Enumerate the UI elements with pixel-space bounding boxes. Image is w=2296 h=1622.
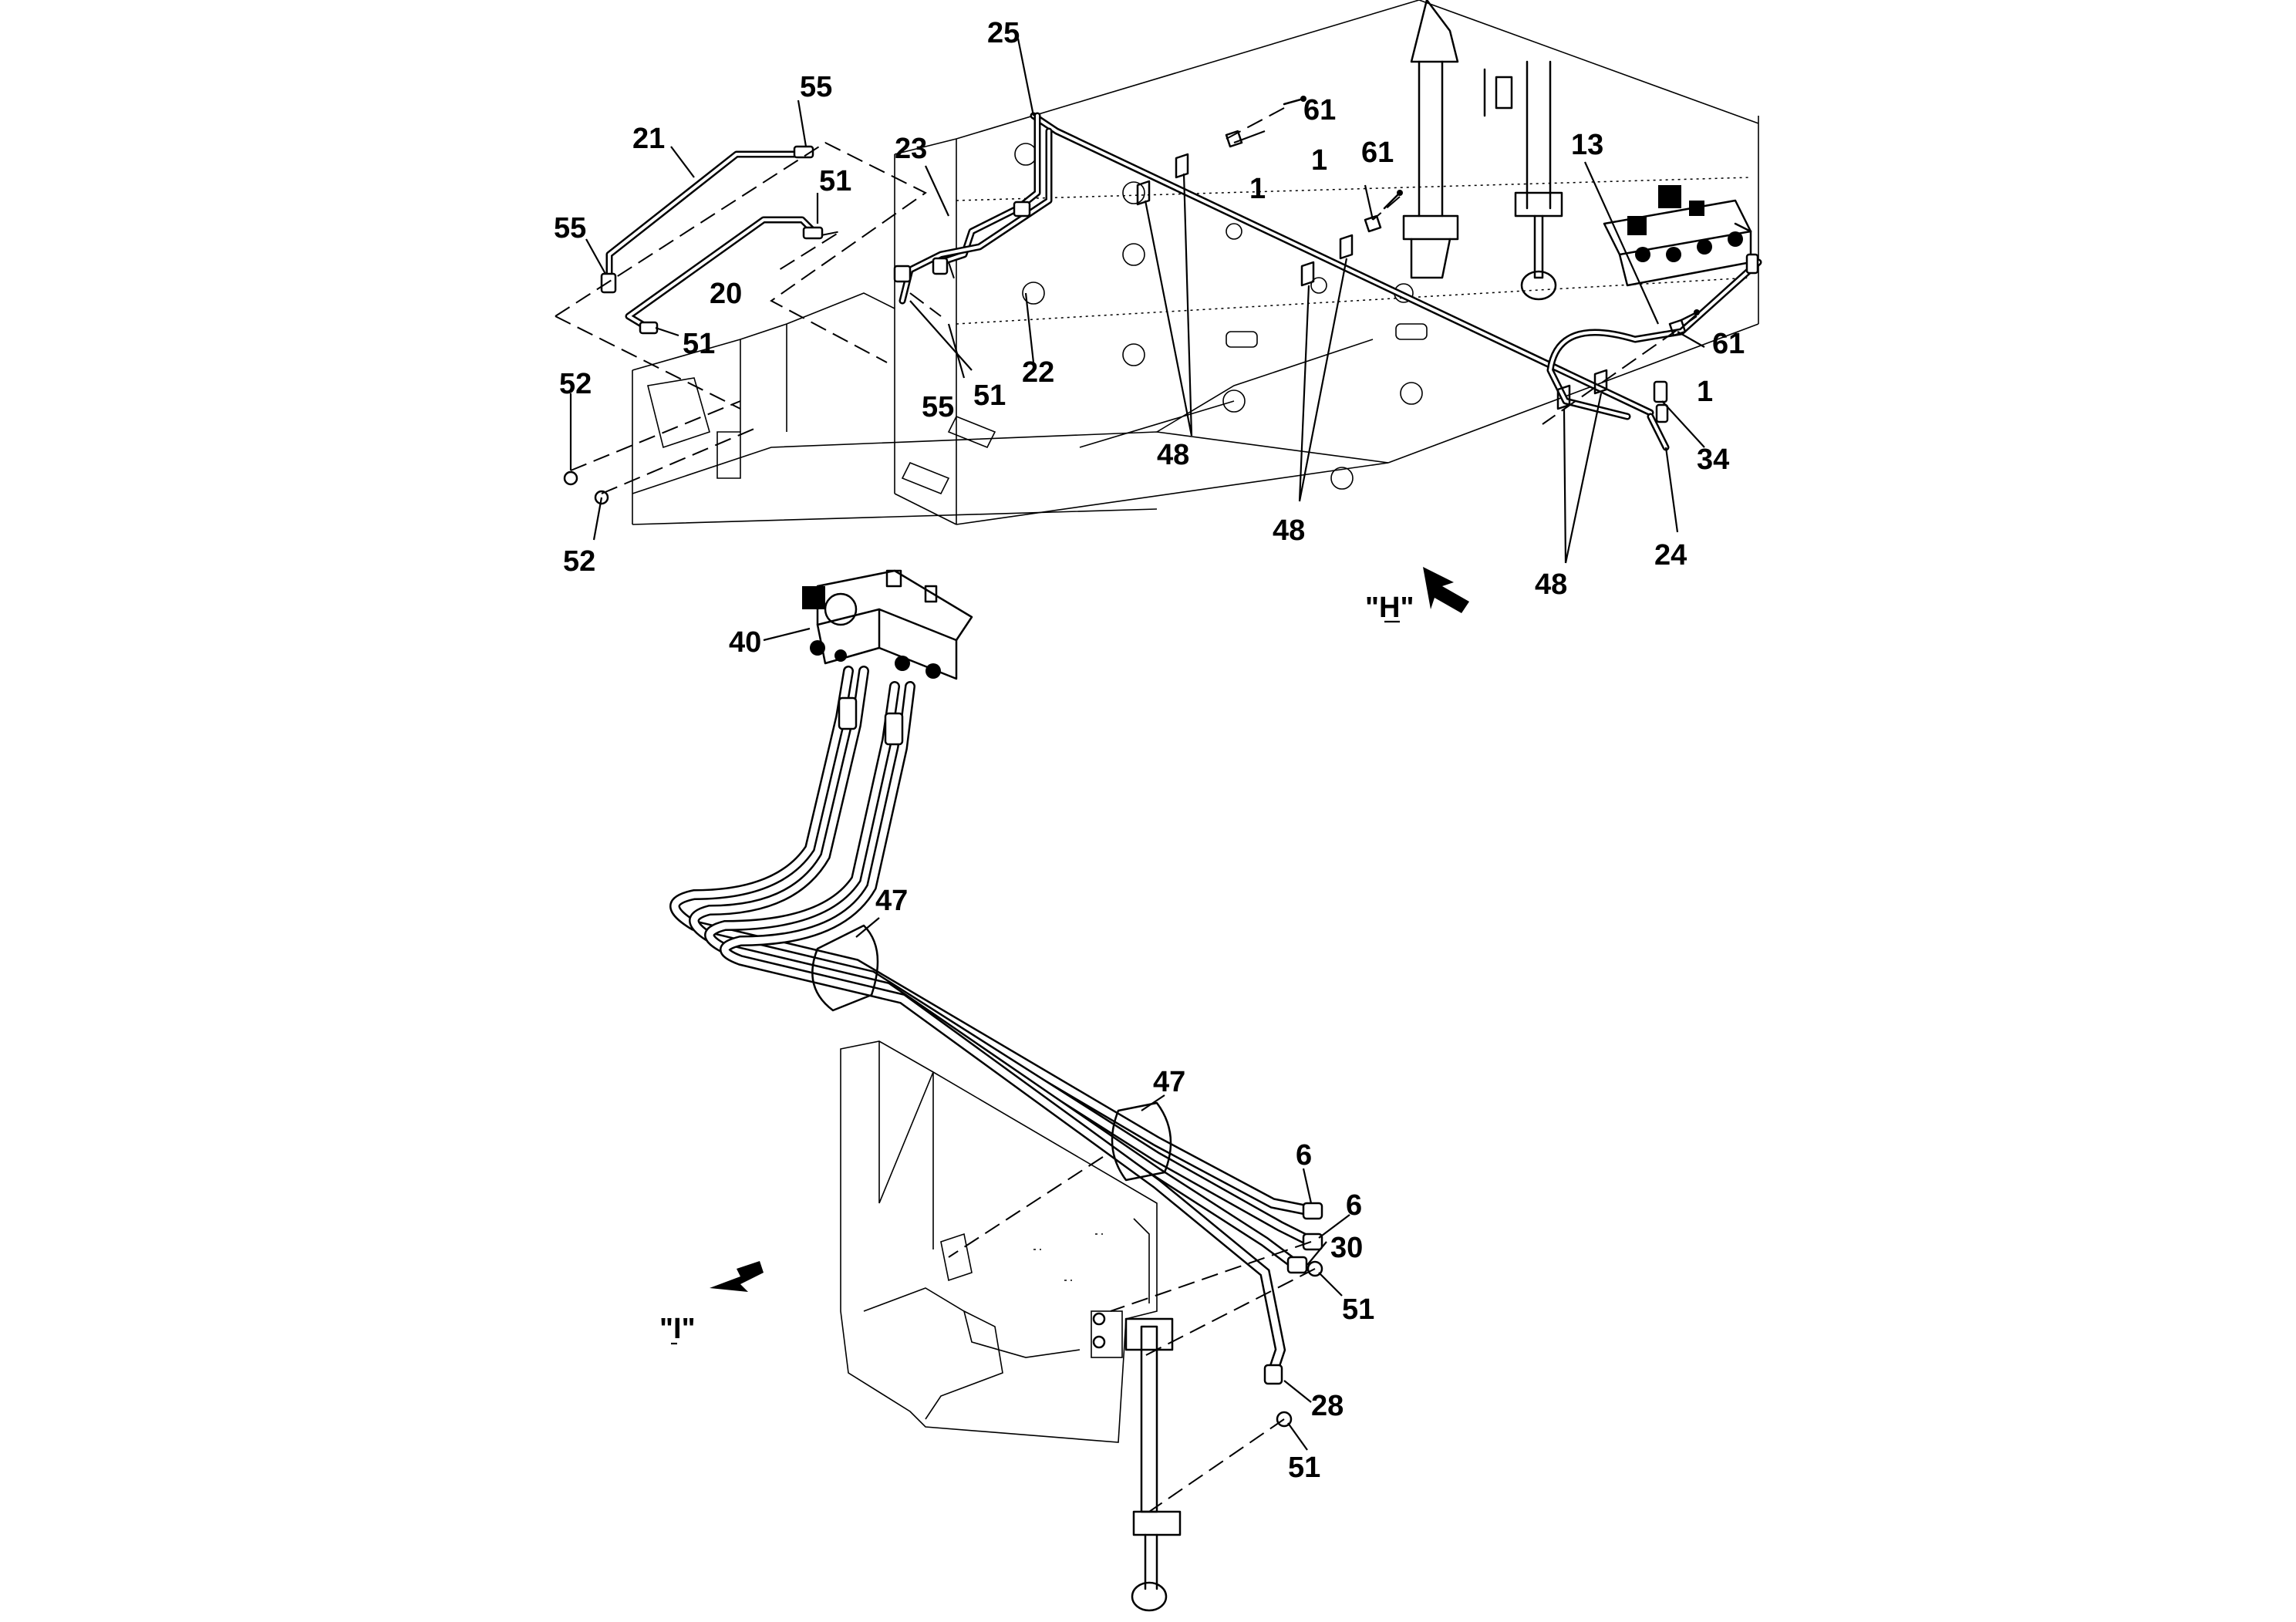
callout-55-c: 55 [922, 391, 954, 423]
callout-55-b: 55 [554, 212, 586, 244]
view-arrow-h [1423, 567, 1469, 613]
callout-25: 25 [987, 17, 1020, 49]
callout-52-a: 52 [559, 368, 592, 400]
callout-61-b: 61 [1361, 137, 1394, 169]
callout-13: 13 [1571, 129, 1603, 161]
callout-55-a: 55 [800, 71, 832, 103]
callout-23: 23 [895, 133, 927, 165]
assembly-guide-lines-upper [555, 107, 1698, 494]
callout-40: 40 [729, 626, 761, 659]
callout-28: 28 [1311, 1390, 1344, 1422]
callout-47-a: 47 [875, 885, 908, 917]
lower-mounting-plate [840, 1040, 1182, 1612]
callout-61-c: 61 [1712, 328, 1745, 360]
callout-51-b: 51 [683, 328, 715, 360]
lift-cylinders [1402, 0, 1563, 301]
callout-51-e: 51 [1288, 1452, 1320, 1484]
view-arrow-i [710, 1261, 764, 1292]
rigid-pipes-upper [605, 112, 1762, 451]
pipe-fittings-upper [563, 96, 1759, 505]
callout-51-d: 51 [1342, 1293, 1374, 1326]
callout-48-b: 48 [1273, 514, 1305, 547]
frame-holes [1014, 143, 1423, 490]
callout-1-c: 1 [1697, 376, 1713, 408]
callout-30: 30 [1330, 1232, 1363, 1264]
upper-frame-assembly [632, 0, 1759, 525]
callout-47-b: 47 [1153, 1066, 1185, 1098]
callout-1-a: 1 [1249, 173, 1266, 205]
callout-24: 24 [1654, 539, 1687, 572]
view-label-i: "I" [659, 1313, 696, 1345]
callout-48-a: 48 [1157, 439, 1189, 471]
callout-22: 22 [1022, 356, 1054, 389]
callout-1-b: 1 [1311, 144, 1327, 177]
callout-61-a: 61 [1303, 94, 1336, 126]
callout-52-b: 52 [563, 545, 595, 578]
callout-34: 34 [1697, 443, 1729, 476]
callout-51-c: 51 [973, 379, 1006, 412]
view-label-h: "H" [1365, 592, 1414, 624]
callout-48-c: 48 [1535, 568, 1567, 601]
assembly-guide-lines-lower [948, 1156, 1316, 1512]
callout-20: 20 [710, 278, 742, 310]
control-valve-block-upper [1603, 185, 1752, 287]
callout-labels: 25 61 55 21 23 1 1 61 13 51 55 20 61 51 … [554, 17, 1745, 1484]
callout-leaders [569, 38, 1705, 1451]
callout-6-a: 6 [1296, 1139, 1312, 1172]
callout-21: 21 [632, 123, 665, 155]
hose-bundle-47 [669, 666, 1323, 1428]
callout-51-a: 51 [819, 165, 851, 197]
control-valve-40 [802, 569, 973, 680]
callout-6-b: 6 [1346, 1189, 1362, 1222]
